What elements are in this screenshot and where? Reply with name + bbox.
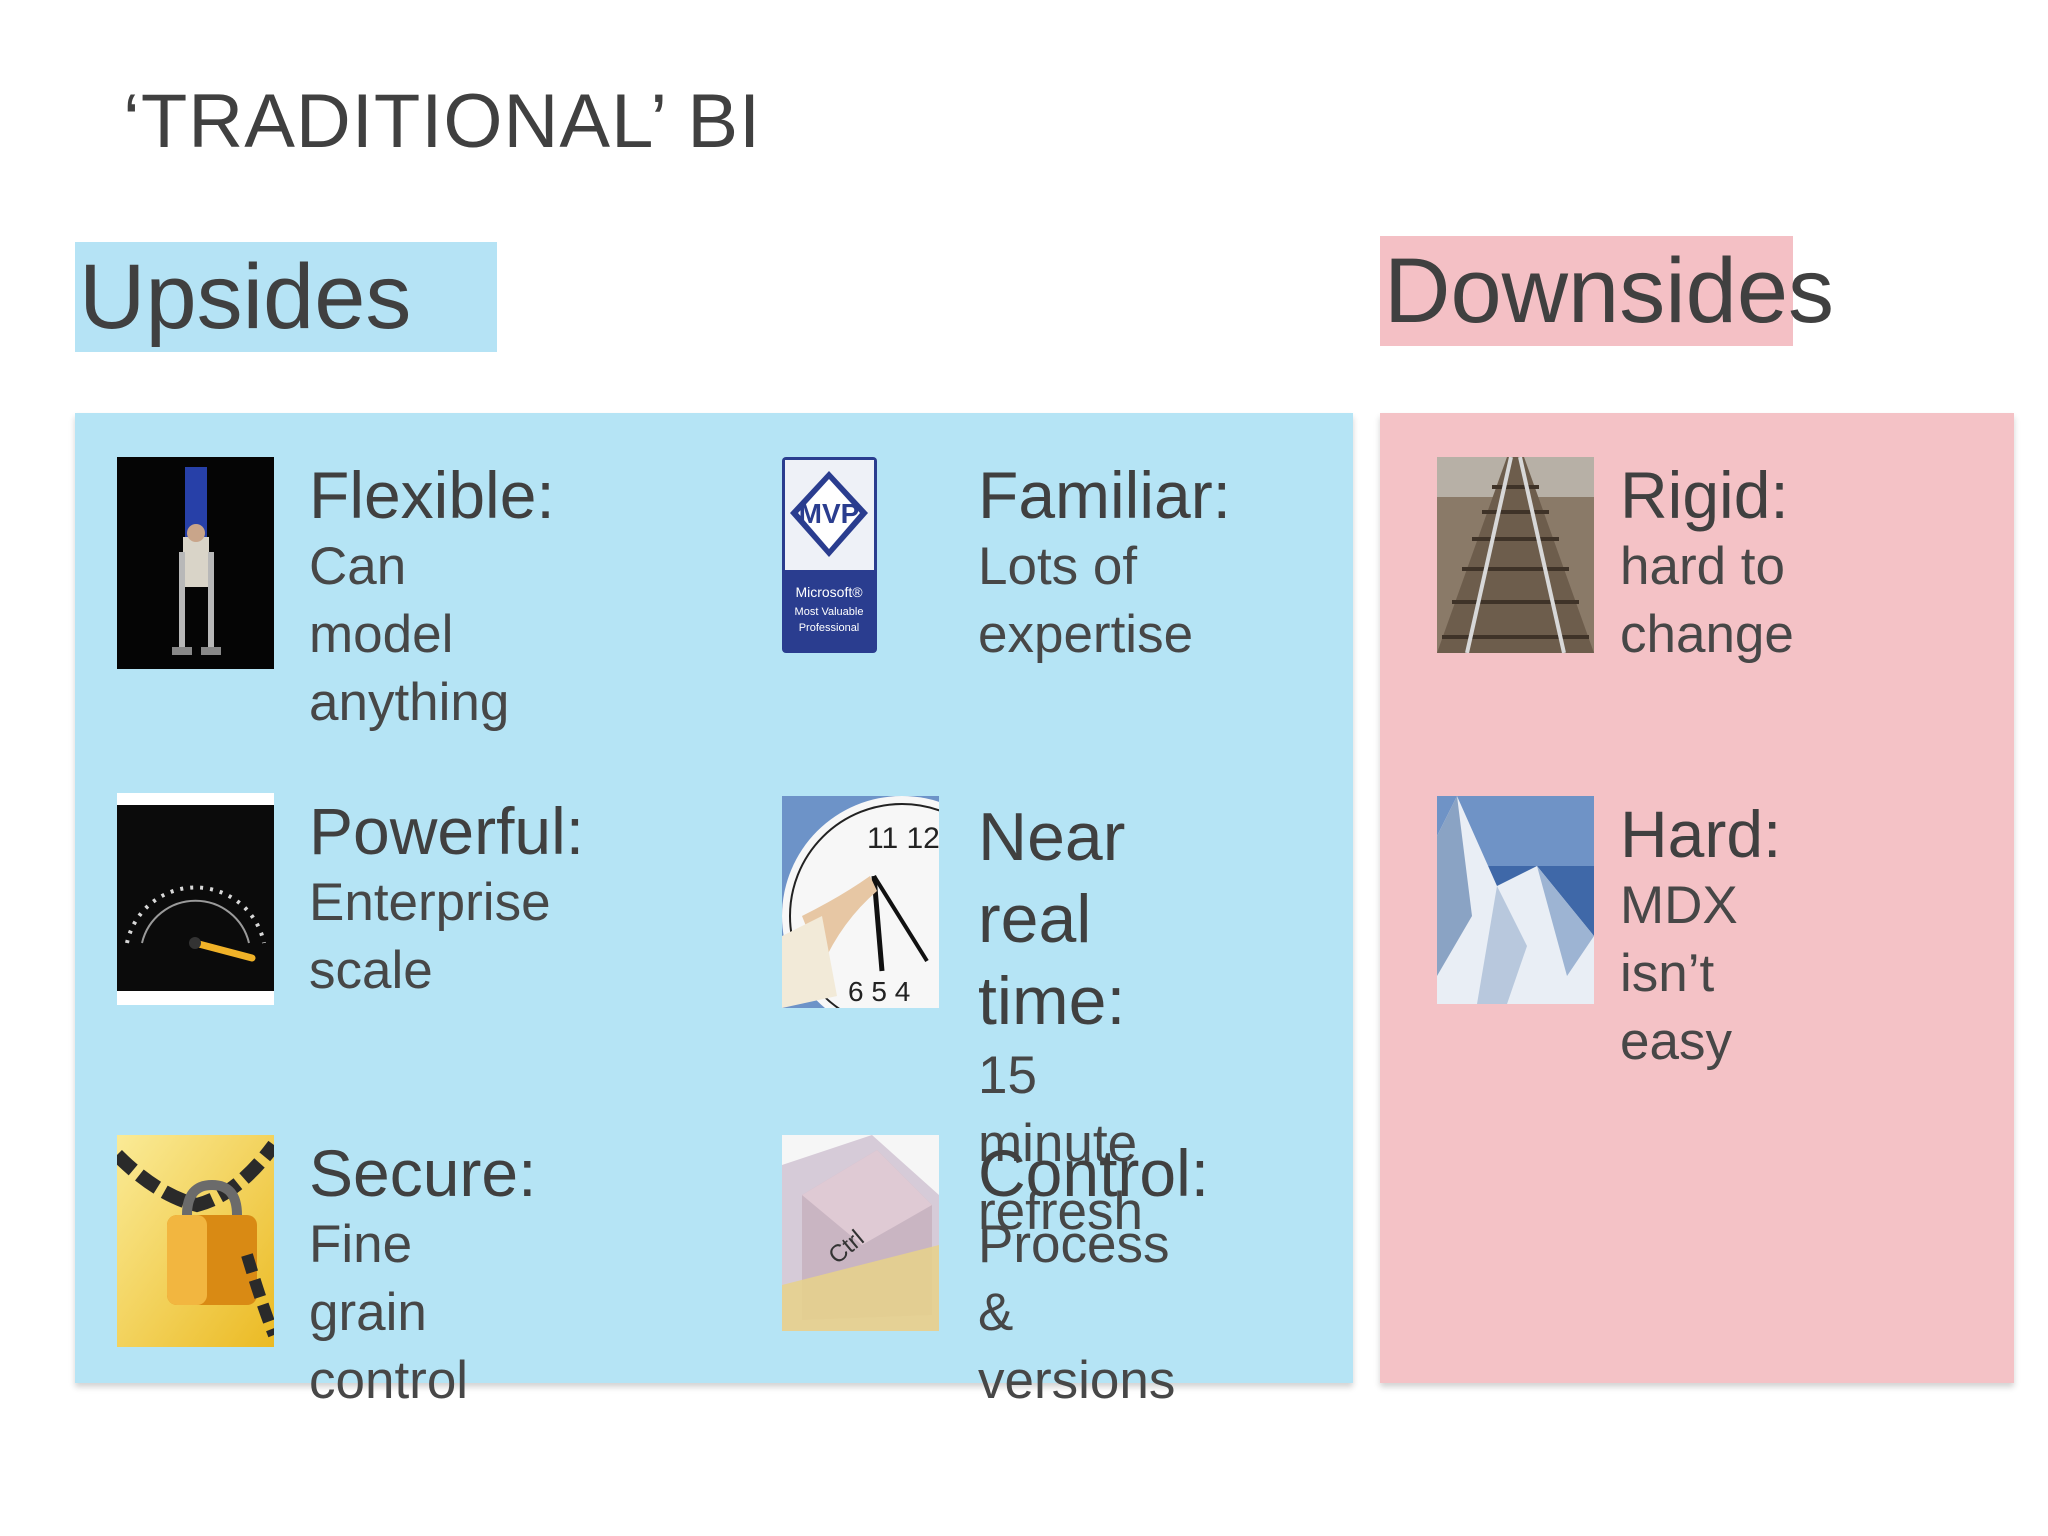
svg-text:Professional: Professional: [799, 622, 860, 634]
railway-tracks-icon: [1437, 457, 1594, 653]
item-description: Lots of expertise: [978, 537, 1194, 664]
item-description: Can model anything: [309, 537, 510, 732]
mvp-label: MVP: [799, 498, 860, 529]
item-title: Hard:: [1620, 797, 1782, 871]
upside-text: Flexible: Can model anything: [309, 457, 555, 737]
upsides-heading: Upsides: [75, 242, 497, 352]
speedometer-icon: [117, 793, 274, 1005]
svg-text:6 5 4: 6 5 4: [848, 976, 910, 1007]
slide-title: ‘TRADITIONAL’ BI: [123, 79, 762, 164]
padlock-icon: [117, 1135, 274, 1347]
item-title: Secure:: [309, 1136, 537, 1210]
item-title: Flexible:: [309, 458, 555, 532]
downside-text: Rigid: hard to change: [1620, 457, 1794, 669]
clock-icon: 11 12 6 5 4: [782, 796, 939, 1008]
upside-text: Control: Process & versions: [978, 1135, 1209, 1415]
gymnast-icon: [117, 457, 274, 669]
svg-text:Most Valuable: Most Valuable: [795, 606, 864, 618]
svg-text:11 12: 11 12: [867, 822, 939, 855]
upsides-panel: [75, 413, 1353, 1383]
mvp-badge-icon: MVP Microsoft® Most Valuable Professiona…: [782, 457, 877, 653]
downside-text: Hard: MDX isn’t easy: [1620, 796, 1781, 1076]
downsides-heading: Downsides: [1380, 236, 1834, 346]
item-description: hard to change: [1620, 537, 1794, 664]
item-description: MDX isn’t easy: [1620, 876, 1738, 1071]
item-title: Rigid:: [1620, 458, 1789, 532]
svg-text:Microsoft®: Microsoft®: [795, 584, 863, 600]
upside-text: Powerful: Enterprise scale: [309, 793, 584, 1005]
item-description: Process & versions: [978, 1215, 1176, 1410]
upside-text: Familiar: Lots of expertise: [978, 457, 1231, 669]
upside-text: Secure: Fine grain control: [309, 1135, 536, 1415]
item-description: Fine grain control: [309, 1215, 469, 1410]
item-title: Powerful:: [309, 794, 585, 868]
item-title: Control:: [978, 1136, 1210, 1210]
upside-text: Near real time: 15 minute refresh: [978, 796, 1143, 1246]
item-title: Familiar:: [978, 458, 1232, 532]
item-description: 15 minute refresh: [978, 1046, 1143, 1241]
mountain-icon: [1437, 796, 1594, 1004]
ctrl-key-icon: Ctrl: [782, 1135, 939, 1331]
item-description: Enterprise scale: [309, 873, 551, 1000]
item-title: Near real time:: [978, 799, 1126, 1039]
